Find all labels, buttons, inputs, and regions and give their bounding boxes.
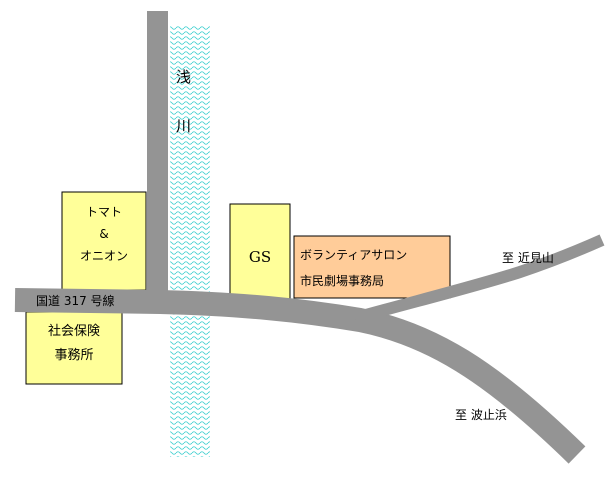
shakai-line-1: 社会保険 <box>47 324 100 339</box>
tomato-line-1: トマト <box>85 205 122 219</box>
to-chikamiyama-label: 至 近見山 <box>502 251 554 265</box>
building-tomato-onion <box>61 191 147 291</box>
shakai-hoken-label: 社会保険 事務所 <box>26 320 122 368</box>
building-volunteer-salon <box>293 235 451 299</box>
building-gs <box>229 203 291 303</box>
building-shakai-hoken <box>25 311 123 385</box>
volunteer-salon-line-1: ボランティアサロン <box>300 248 408 262</box>
gs-label: GS <box>248 248 272 266</box>
river-name-char-1: 浅 <box>176 68 192 86</box>
river-name-char-2: 川 <box>176 117 192 135</box>
volunteer-salon-line-2: 市民劇場事務局 <box>300 274 385 288</box>
vertical-road <box>147 11 168 311</box>
tomato-line-3: オニオン <box>79 249 128 263</box>
shakai-line-2: 事務所 <box>54 348 94 363</box>
tomato-onion-label: トマト & オニオン <box>62 201 146 267</box>
to-namikata-label: 至 波止浜 <box>455 408 507 422</box>
tomato-line-2: & <box>99 227 109 241</box>
road-to-chikamiyama <box>353 234 605 324</box>
river <box>170 25 210 457</box>
route-317-label: 国道 317 号線 <box>36 294 115 308</box>
